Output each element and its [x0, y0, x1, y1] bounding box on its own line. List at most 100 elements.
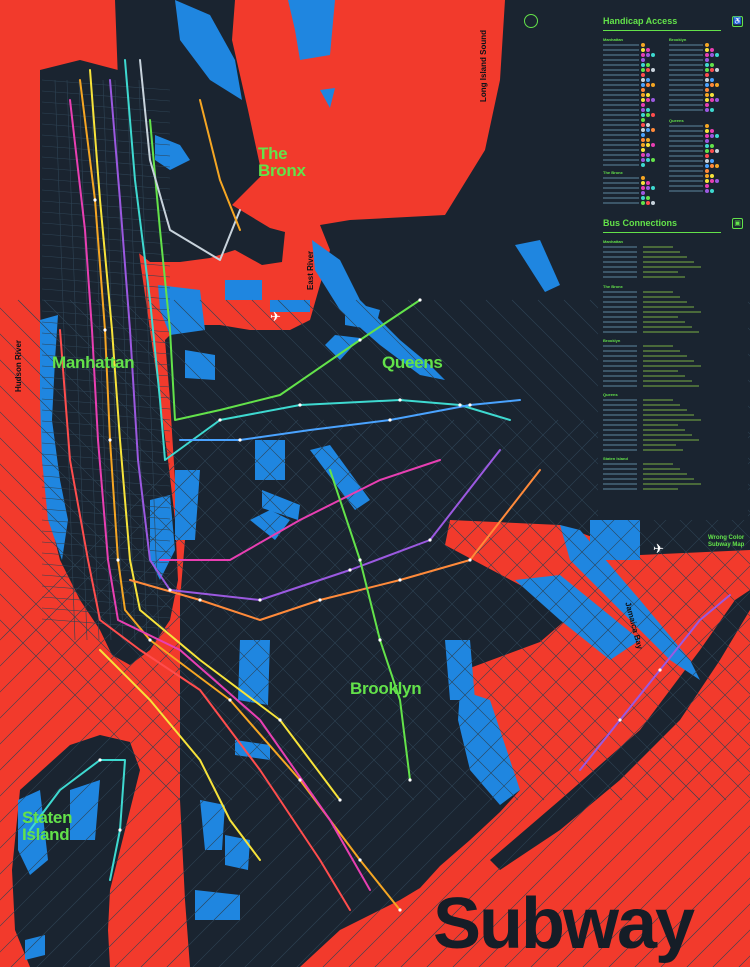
- station-dot[interactable]: [298, 403, 302, 407]
- street: [17, 299, 519, 801]
- line-bullet: [705, 108, 709, 112]
- legend-row: [669, 59, 703, 61]
- legend-row: [643, 385, 699, 387]
- station-dot[interactable]: [338, 798, 342, 802]
- legend-row: [643, 316, 678, 318]
- street: [608, 825, 750, 967]
- street: [348, 565, 750, 967]
- legend-row: [643, 380, 692, 382]
- water-label-east-river: East River: [306, 250, 315, 290]
- street: [41, 233, 171, 245]
- station-dot[interactable]: [348, 568, 352, 572]
- legend-row: [603, 316, 637, 318]
- legend-row: [643, 301, 687, 303]
- station-dot[interactable]: [318, 598, 322, 602]
- station-dot[interactable]: [358, 858, 362, 862]
- station-dot[interactable]: [298, 778, 302, 782]
- station-dot[interactable]: [258, 598, 262, 602]
- legend-row: [603, 154, 639, 156]
- station-dot[interactable]: [228, 698, 232, 702]
- street: [41, 156, 171, 168]
- legend-row: [603, 69, 639, 71]
- station-dot[interactable]: [658, 668, 662, 672]
- station-dot[interactable]: [118, 828, 122, 832]
- line-bullet: [710, 53, 714, 57]
- legend-bus-section-staten-island: Staten Island: [603, 456, 628, 461]
- legend-row: [603, 197, 639, 199]
- street: [41, 167, 171, 179]
- legend-row: [603, 44, 639, 46]
- legend-bus-section-brooklyn: Brooklyn: [603, 338, 621, 343]
- airplane-icon: ✈: [270, 310, 281, 325]
- station-dot[interactable]: [468, 403, 472, 407]
- legend-row: [603, 94, 639, 96]
- station-dot[interactable]: [468, 558, 472, 562]
- legend-row: [603, 84, 639, 86]
- street: [43, 299, 545, 801]
- line-bullet: [705, 43, 709, 47]
- station-dot[interactable]: [93, 198, 97, 202]
- legend-row: [643, 306, 694, 308]
- station-dot[interactable]: [398, 578, 402, 582]
- street: [41, 112, 171, 124]
- legend-row: [669, 190, 703, 192]
- legend-row: [603, 365, 637, 367]
- line-bullet: [641, 73, 645, 77]
- legend-row: [643, 488, 678, 490]
- station-dot[interactable]: [103, 328, 107, 332]
- line-bullet: [641, 196, 645, 200]
- street: [0, 419, 429, 849]
- street: [41, 552, 171, 564]
- line-bullet: [651, 128, 655, 132]
- street: [0, 419, 299, 719]
- street: [0, 437, 363, 801]
- station-dot[interactable]: [218, 418, 222, 422]
- line-bullet: [651, 68, 655, 72]
- legend-row: [643, 370, 678, 372]
- station-dot[interactable]: [238, 438, 242, 442]
- line-bullet: [705, 164, 709, 168]
- station-dot[interactable]: [418, 298, 422, 302]
- station-dot[interactable]: [388, 418, 392, 422]
- station-dot[interactable]: [116, 558, 120, 562]
- legend-row: [669, 170, 703, 172]
- station-dot[interactable]: [458, 403, 462, 407]
- legend-row: [643, 483, 701, 485]
- subway-line: [29, 759, 126, 881]
- line-bullet: [710, 48, 714, 52]
- street: [41, 563, 171, 575]
- street: [0, 419, 247, 667]
- station-dot[interactable]: [168, 588, 172, 592]
- street: [634, 851, 750, 967]
- station-dot[interactable]: [398, 398, 402, 402]
- station-dot[interactable]: [358, 338, 362, 342]
- legend-row: [603, 256, 637, 258]
- station-dot[interactable]: [278, 718, 282, 722]
- legend-row: [643, 419, 701, 421]
- station-dot[interactable]: [428, 538, 432, 542]
- station-dot[interactable]: [108, 438, 112, 442]
- legend-row: [603, 331, 637, 333]
- line-bullet: [646, 68, 650, 72]
- legend-row: [603, 444, 637, 446]
- line-bullet: [641, 191, 645, 195]
- legend-row: [643, 246, 673, 248]
- station-dot[interactable]: [198, 598, 202, 602]
- street: [0, 515, 285, 801]
- line-bullet: [646, 201, 650, 205]
- legend-row: [643, 434, 692, 436]
- street: [140, 419, 689, 967]
- station-dot[interactable]: [618, 718, 622, 722]
- station-dot[interactable]: [358, 558, 362, 562]
- street: [381, 299, 750, 669]
- station-dot[interactable]: [398, 908, 402, 912]
- street: [10, 419, 559, 967]
- legend-row: [603, 79, 639, 81]
- station-dot[interactable]: [98, 758, 102, 762]
- station-dot[interactable]: [378, 638, 382, 642]
- street: [251, 299, 750, 799]
- station-dot[interactable]: [408, 778, 412, 782]
- station-dot[interactable]: [148, 638, 152, 642]
- legend-row: [643, 444, 676, 446]
- line-bullet: [641, 43, 645, 47]
